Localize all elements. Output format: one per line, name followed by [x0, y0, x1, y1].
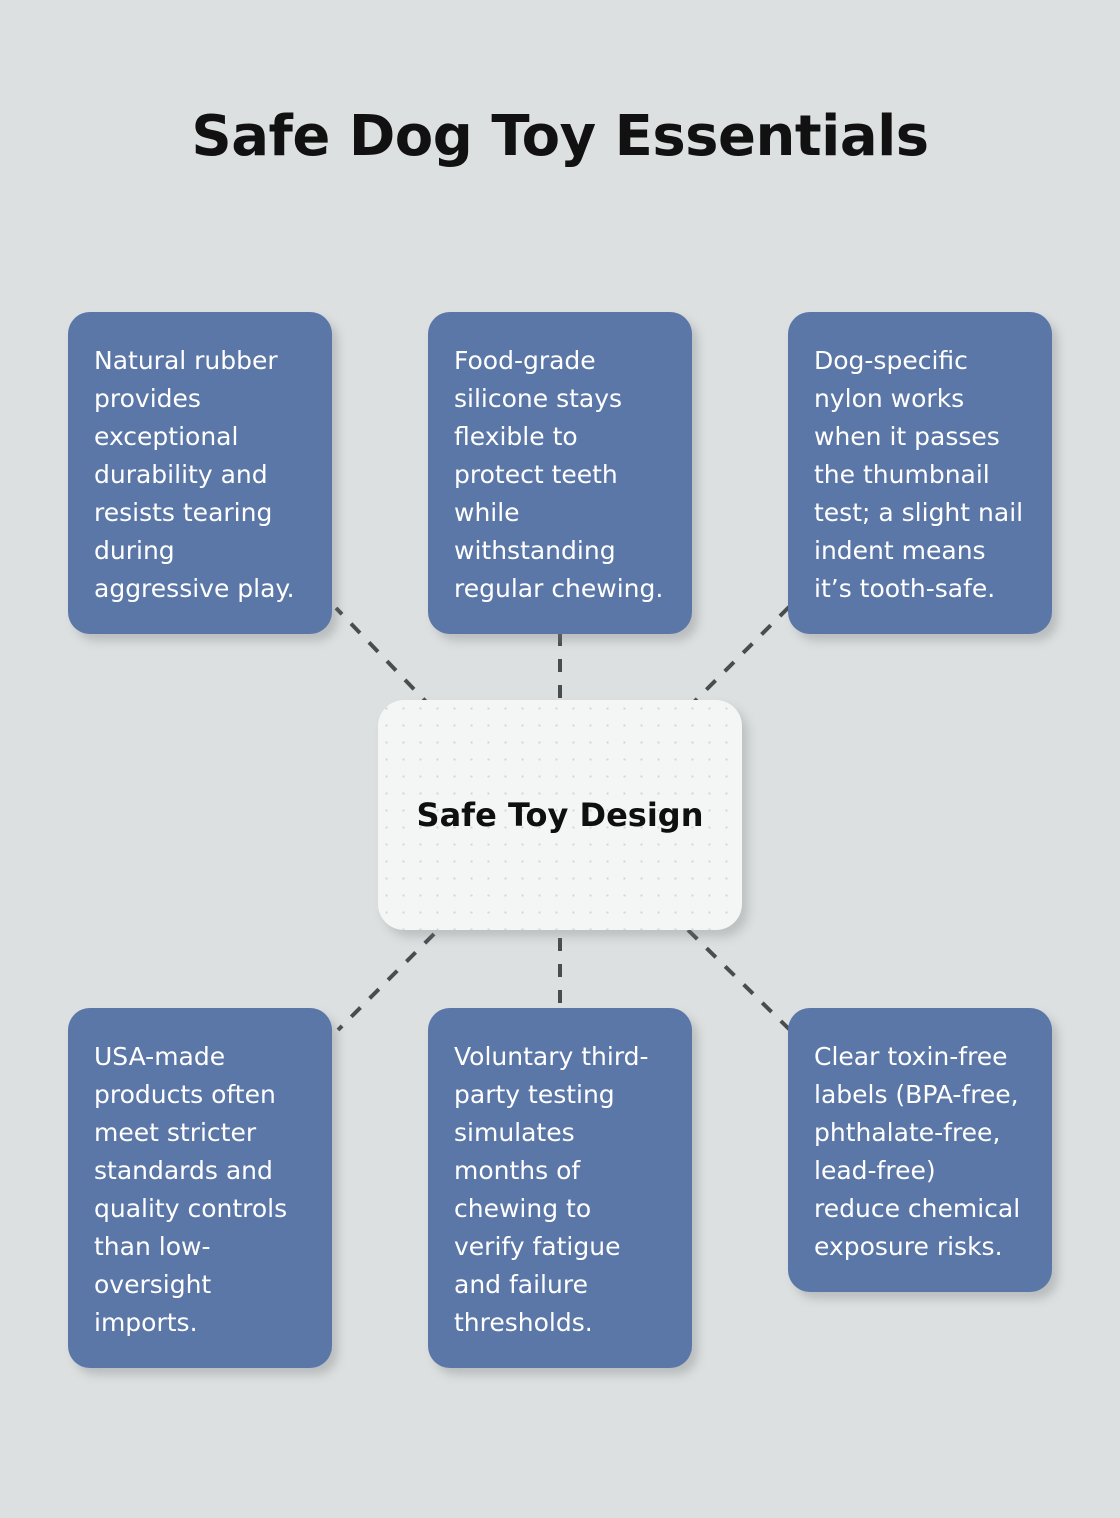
connector-center-to-natural-rubber [334, 606, 434, 710]
node-third-party-testing-label: Voluntary third-party testing simulates … [454, 1042, 649, 1337]
connector-center-to-toxin-free-labels [686, 928, 792, 1032]
node-natural-rubber[interactable]: Natural rubber provides exceptional dura… [68, 312, 332, 634]
node-natural-rubber-label: Natural rubber provides exceptional dura… [94, 346, 295, 603]
node-usa-made[interactable]: USA-made products often meet stricter st… [68, 1008, 332, 1368]
node-dog-specific-nylon-label: Dog-specific nylon works when it passes … [814, 346, 1024, 603]
node-center-safe-toy-design[interactable]: Safe Toy Design [378, 700, 742, 930]
center-node-label: Safe Toy Design [416, 796, 704, 834]
node-food-grade-silicone-label: Food-grade silicone stays flexible to pr… [454, 346, 664, 603]
node-third-party-testing[interactable]: Voluntary third-party testing simulates … [428, 1008, 692, 1368]
connector-center-to-usa-made [336, 932, 436, 1032]
node-usa-made-label: USA-made products often meet stricter st… [94, 1042, 288, 1337]
node-dog-specific-nylon[interactable]: Dog-specific nylon works when it passes … [788, 312, 1052, 634]
node-toxin-free-labels[interactable]: Clear toxin-free labels (BPA-free, phtha… [788, 1008, 1052, 1292]
node-toxin-free-labels-label: Clear toxin-free labels (BPA-free, phtha… [814, 1042, 1021, 1261]
node-food-grade-silicone[interactable]: Food-grade silicone stays flexible to pr… [428, 312, 692, 634]
page-title: Safe Dog Toy Essentials [191, 104, 929, 169]
connector-center-to-dog-specific-nylon [686, 604, 792, 710]
